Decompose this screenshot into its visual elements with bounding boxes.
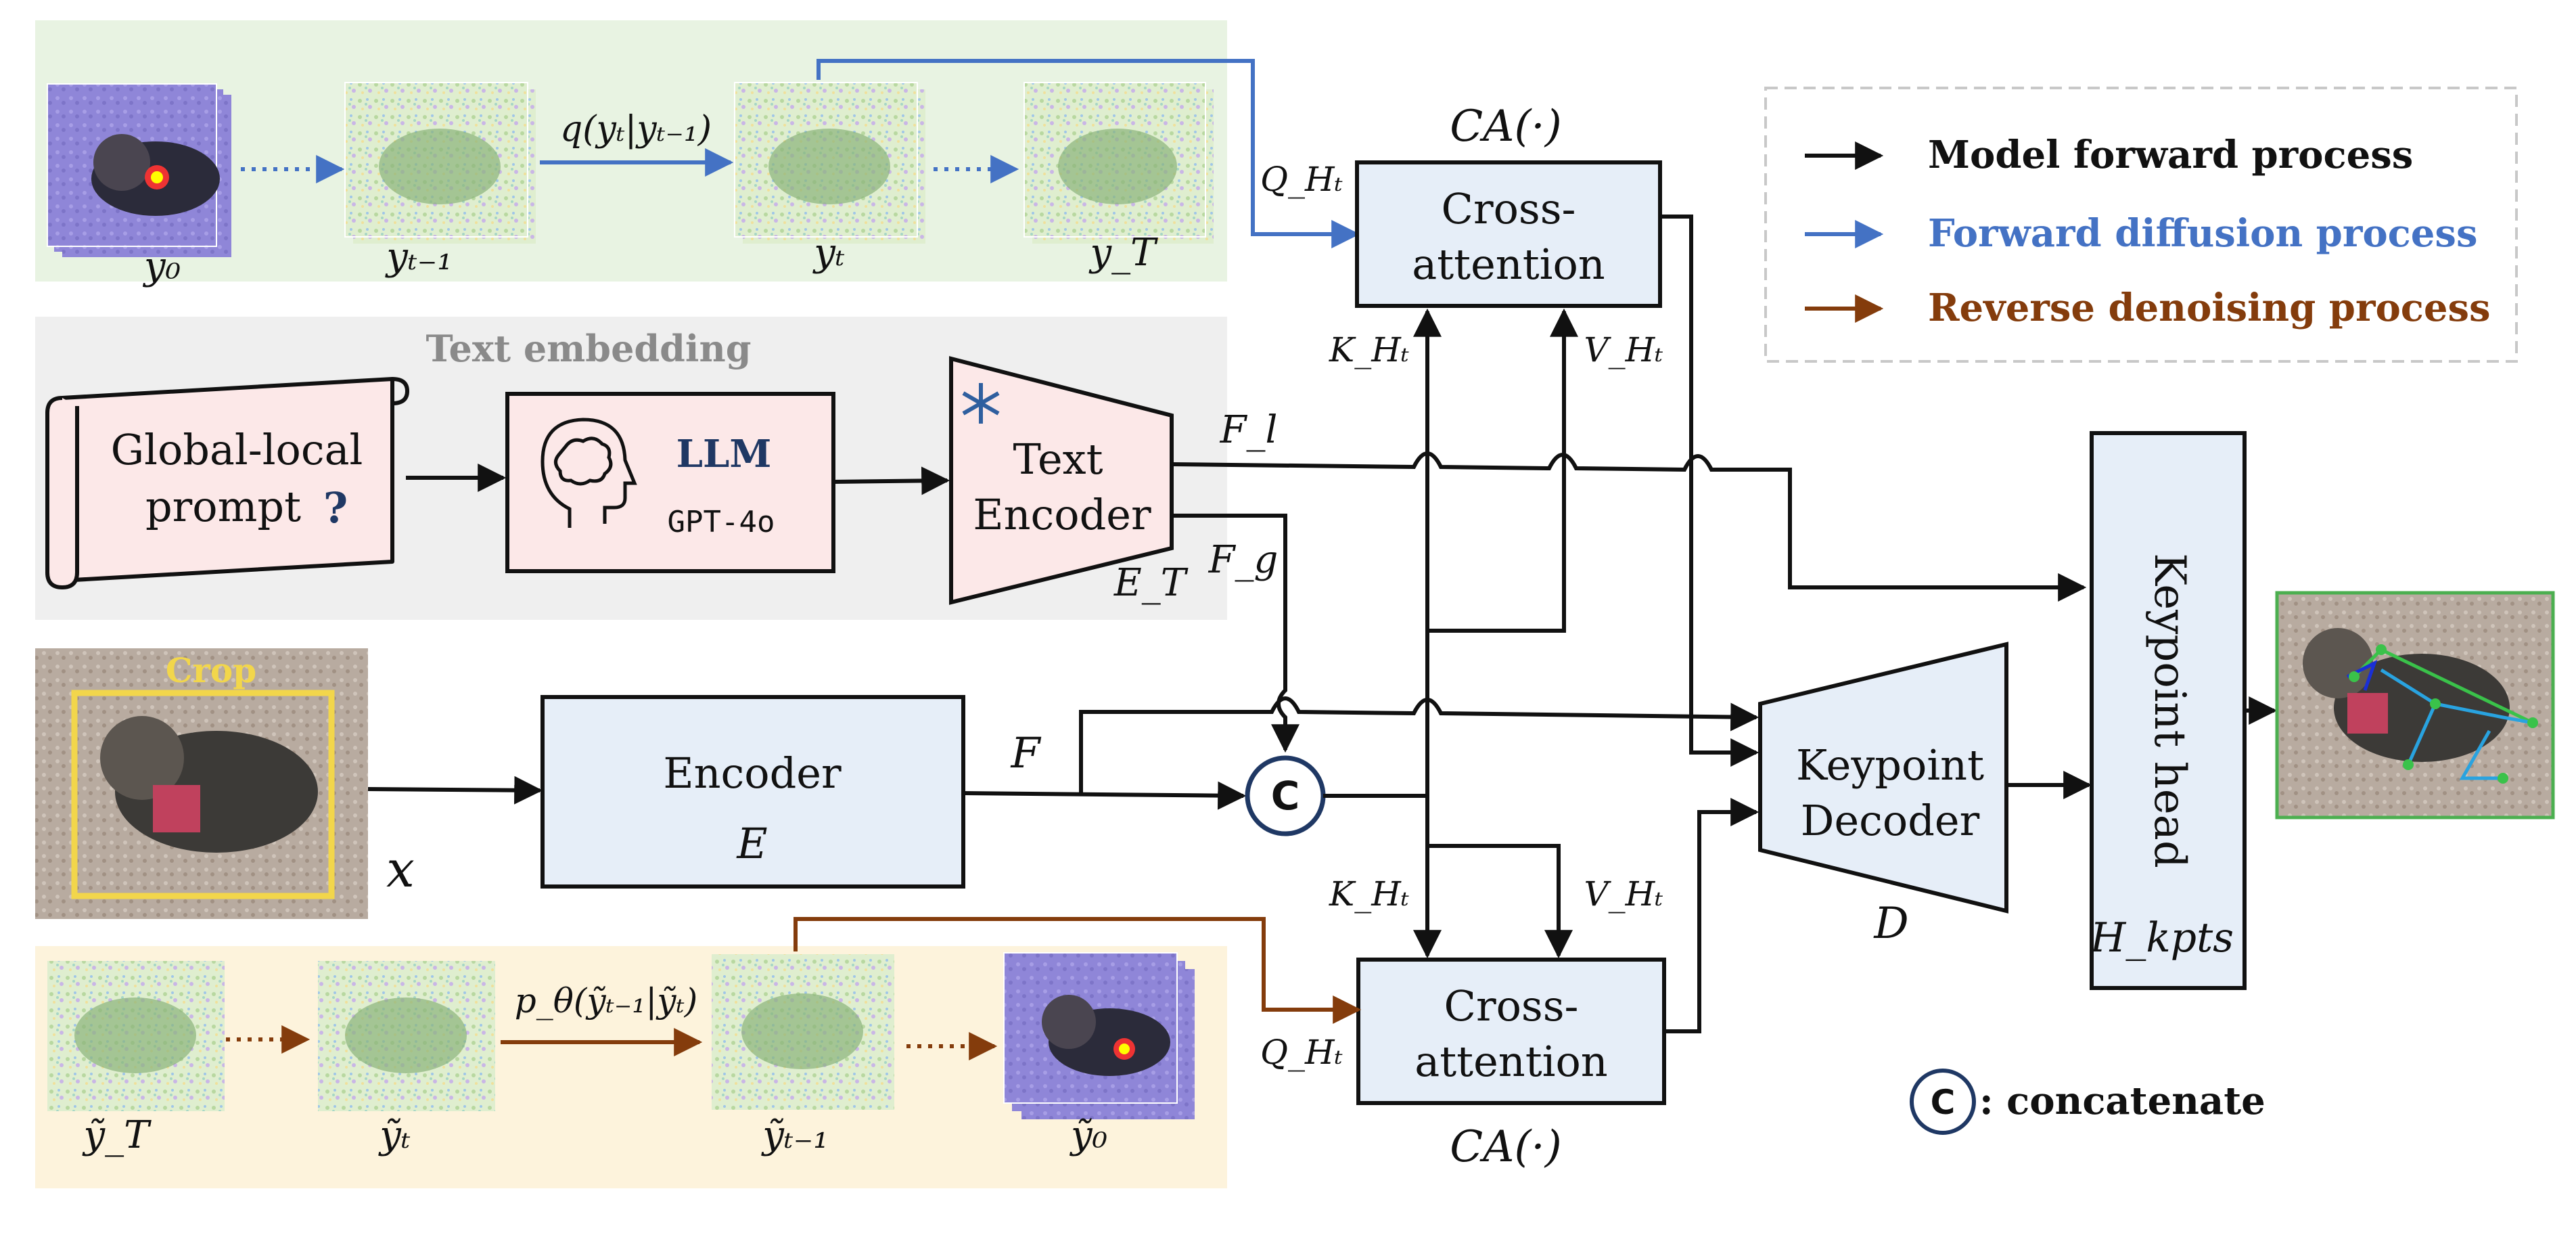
ca-bottom-line1: Cross- [1444,981,1579,1031]
label-p: p_θ(ỹₜ₋₁|ỹₜ) [515,981,698,1020]
legend-label-diffusion: Forward diffusion process [1928,211,2477,256]
label-ryt-minus-1: ỹₜ₋₁ [760,1113,828,1157]
thumb-ryt-minus-1 [712,954,894,1110]
prompt-line1: Global-local [111,425,363,474]
label-ryT: ỹ_T [82,1113,152,1157]
label-Fg: F_g [1208,538,1279,582]
thumb-ryt [318,961,495,1111]
label-K-top: K_Hₜ [1329,330,1409,369]
crop-label: Crop [166,650,256,690]
label-y0: y₀ [142,244,181,288]
keypoint-head [2090,431,2247,990]
label-F: F [1010,728,1041,778]
label-ry0: ỹ₀ [1069,1113,1107,1157]
text-encoder-line2: Encoder [973,490,1151,539]
encoder-line1: Encoder [663,748,842,798]
input-image [35,648,368,919]
decoder-line1: Keypoint [1796,740,1984,790]
arrow-V-bottom [1427,844,1573,959]
llm-label: LLM [676,432,772,476]
output-image [2275,591,2555,820]
text-embedding-title: Text embedding [426,327,752,370]
image-encoder-box [540,695,965,889]
label-ET: E_T [1113,561,1189,605]
cross-attention-top [1355,160,1662,308]
arrow-llm-to-text-encoder [833,466,950,495]
arrow-ca-bottom-to-decoder [1664,798,1760,1033]
label-Q-bottom: Q_Hₜ [1260,1033,1343,1072]
keypoint-dots [2349,644,2538,784]
thumb-y0 [47,83,231,257]
label-D: D [1873,899,1908,949]
prompt-scroll [45,377,410,590]
arrow-Fl [1171,451,2087,602]
encoder-line2: E [736,819,767,868]
crop-box [71,690,335,899]
ca-top-line2: attention [1412,240,1605,289]
label-x: x [386,840,415,899]
ca-top-title: CA(·) [1450,102,1561,152]
concat-legend-label: : concatenate [1979,1079,2266,1123]
text-encoder-line1: Text [1013,434,1103,484]
label-ryt: ỹₜ [377,1113,411,1157]
arrow-yt-to-ca-top [816,59,1360,248]
prompt-line2: prompt [145,482,301,531]
arrow-ryt1-to-ca-bottom [794,917,1362,1024]
label-yt-minus-1: yₜ₋₁ [384,235,452,279]
keypoint-decoder [1758,642,2008,914]
gpt-label: GPT-4o [668,505,775,539]
keypoint-head-label: Keypoint head [2144,553,2194,868]
label-Fl: F_l [1220,408,1278,452]
legend-label-forward: Model forward process [1928,133,2413,177]
arrow-F-to-decoder [1079,696,1760,793]
label-Hkpts: H_kpts [2090,914,2234,962]
concat-legend-icon [1910,1069,1976,1135]
thumb-ry0 [1003,952,1195,1119]
label-q: q(yₜ|yₜ₋₁) [560,109,712,150]
arrow-F-to-concat [963,781,1247,810]
label-K-bottom: K_Hₜ [1329,874,1409,914]
snowflake-icon [962,383,1000,424]
question-icon: ? [323,483,348,533]
thumb-yt [734,82,925,244]
thumb-yT [1024,82,1214,244]
ca-bottom-line2: attention [1414,1037,1607,1086]
brain-head-icon [540,418,637,528]
ca-top-line1: Cross- [1442,184,1576,233]
arrow-ca-top-to-decoder [1660,215,1760,767]
arrow-image-to-encoder [367,776,543,805]
text-encoder [949,356,1174,605]
label-Q-top: Q_Hₜ [1260,160,1343,199]
label-V-bottom: V_Hₜ [1584,874,1663,914]
concat-symbol: C [1271,773,1300,819]
llm-box [505,392,835,573]
ca-bottom-title: CA(·) [1450,1122,1561,1172]
label-V-top: V_Hₜ [1584,330,1663,369]
arrow-V-top [1427,308,1578,633]
legend: Model forward process Forward diffusion … [1805,133,2491,330]
label-yt: yₜ [812,231,845,275]
decoder-line2: Decoder [1801,796,1980,845]
thumb-yt-minus-1 [344,82,536,244]
cross-attention-bottom [1356,958,1666,1105]
label-yT: y_T [1088,231,1159,275]
legend-label-denoising: Reverse denoising process [1928,286,2491,330]
thumb-ryT [47,961,225,1111]
concat-legend-symbol: C [1931,1083,1956,1122]
